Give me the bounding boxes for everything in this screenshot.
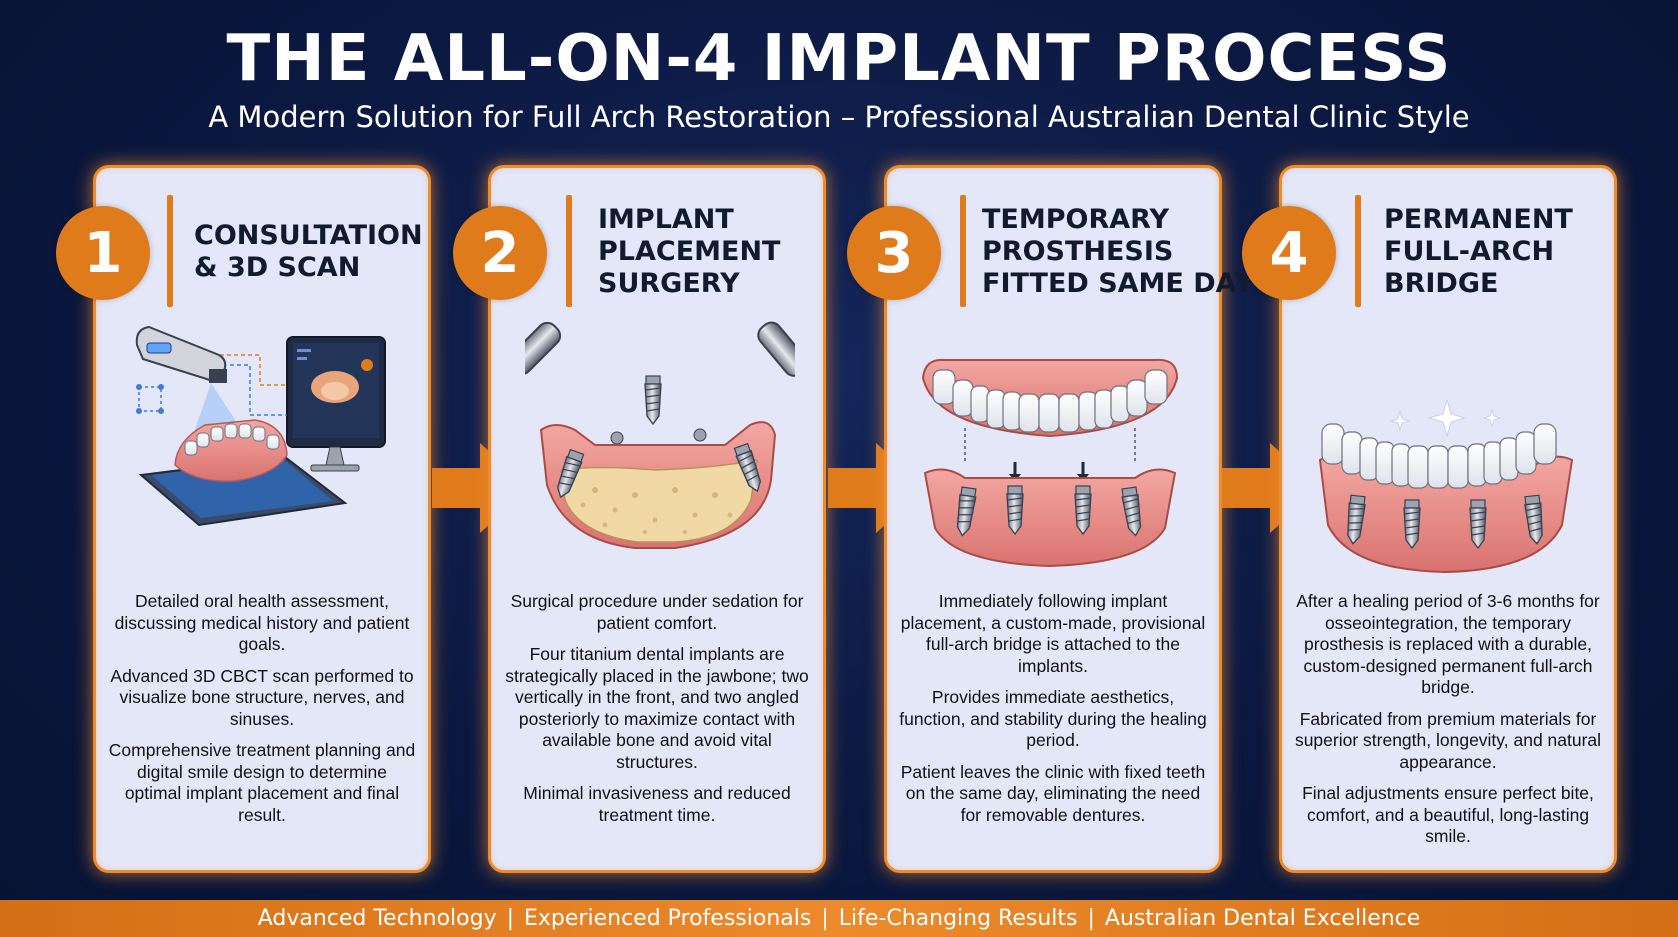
step-1-paragraph: Detailed oral health assessment, discuss…	[114, 591, 410, 654]
step-arrow-2-3-icon	[828, 443, 926, 533]
step-number-badge-3: 3	[847, 206, 941, 300]
step-4-paragraph: Fabricated from premium materials for su…	[1294, 708, 1602, 772]
footer-item: Experienced Professionals	[524, 906, 812, 931]
step-arrow-3-4-icon	[1222, 443, 1320, 533]
footer-separator: |	[1087, 906, 1095, 931]
footer-item: Australian Dental Excellence	[1104, 906, 1421, 931]
step-card-1	[93, 165, 431, 873]
step-description-1: Detailed oral health assessment, discuss…	[108, 591, 416, 836]
step-1-paragraph: Comprehensive treatment planning and dig…	[108, 740, 416, 825]
step-2-paragraph: Minimal invasiveness and reduced treatme…	[523, 783, 791, 825]
page-title: THE ALL-ON-4 IMPLANT PROCESS	[226, 22, 1452, 96]
step-title-2: IMPLANT PLACEMENT SURGERY	[598, 204, 781, 299]
step-title-1: CONSULTATION & 3D SCAN	[194, 220, 423, 283]
footer-item: Advanced Technology	[257, 906, 497, 931]
step-3-paragraph: Provides immediate aesthetics, function,…	[899, 687, 1207, 750]
step-1-paragraph: Advanced 3D CBCT scan performed to visua…	[110, 665, 414, 729]
step-description-3: Immediately following implant placement,…	[899, 591, 1207, 836]
footer-item: Life-Changing Results	[838, 906, 1078, 931]
step-3-paragraph: Patient leaves the clinic with fixed tee…	[900, 761, 1206, 825]
step-arrow-1-2-icon	[432, 443, 530, 533]
footer-banner: Advanced Technology | Experienced Profes…	[0, 900, 1678, 937]
step-description-2: Surgical procedure under sedation for pa…	[503, 591, 811, 836]
step-4-paragraph: After a healing period of 3-6 months for…	[1296, 591, 1600, 697]
page-subtitle: A Modern Solution for Full Arch Restorat…	[208, 100, 1470, 134]
step-title-divider	[566, 195, 572, 307]
step-number-badge-1: 1	[56, 206, 150, 300]
temporary-bridge-over-implants-icon	[921, 358, 1179, 568]
step-title-divider	[167, 195, 173, 307]
step-title-divider	[1355, 195, 1361, 307]
step-number-badge-2: 2	[453, 206, 547, 300]
step-title-3: TEMPORARY PROSTHESIS FITTED SAME DAY	[982, 204, 1254, 299]
intraoral-scanner-and-monitor-icon	[135, 325, 386, 527]
step-title-divider	[960, 195, 966, 307]
step-2-paragraph: Four titanium dental implants are strate…	[505, 644, 809, 772]
implant-surgery-jawbone-icon	[525, 321, 795, 549]
step-4-paragraph: Final adjustments ensure perfect bite, c…	[1302, 783, 1594, 846]
step-2-paragraph: Surgical procedure under sedation for pa…	[510, 591, 804, 633]
step-description-4: After a healing period of 3-6 months for…	[1294, 591, 1602, 858]
permanent-full-arch-bridge-icon	[1318, 400, 1574, 574]
step-3-paragraph: Immediately following implant placement,…	[900, 591, 1206, 676]
step-title-4: PERMANENT FULL-ARCH BRIDGE	[1384, 204, 1573, 299]
footer-separator: |	[506, 906, 515, 931]
step-number-badge-4: 4	[1242, 206, 1336, 300]
footer-separator: |	[821, 906, 829, 931]
